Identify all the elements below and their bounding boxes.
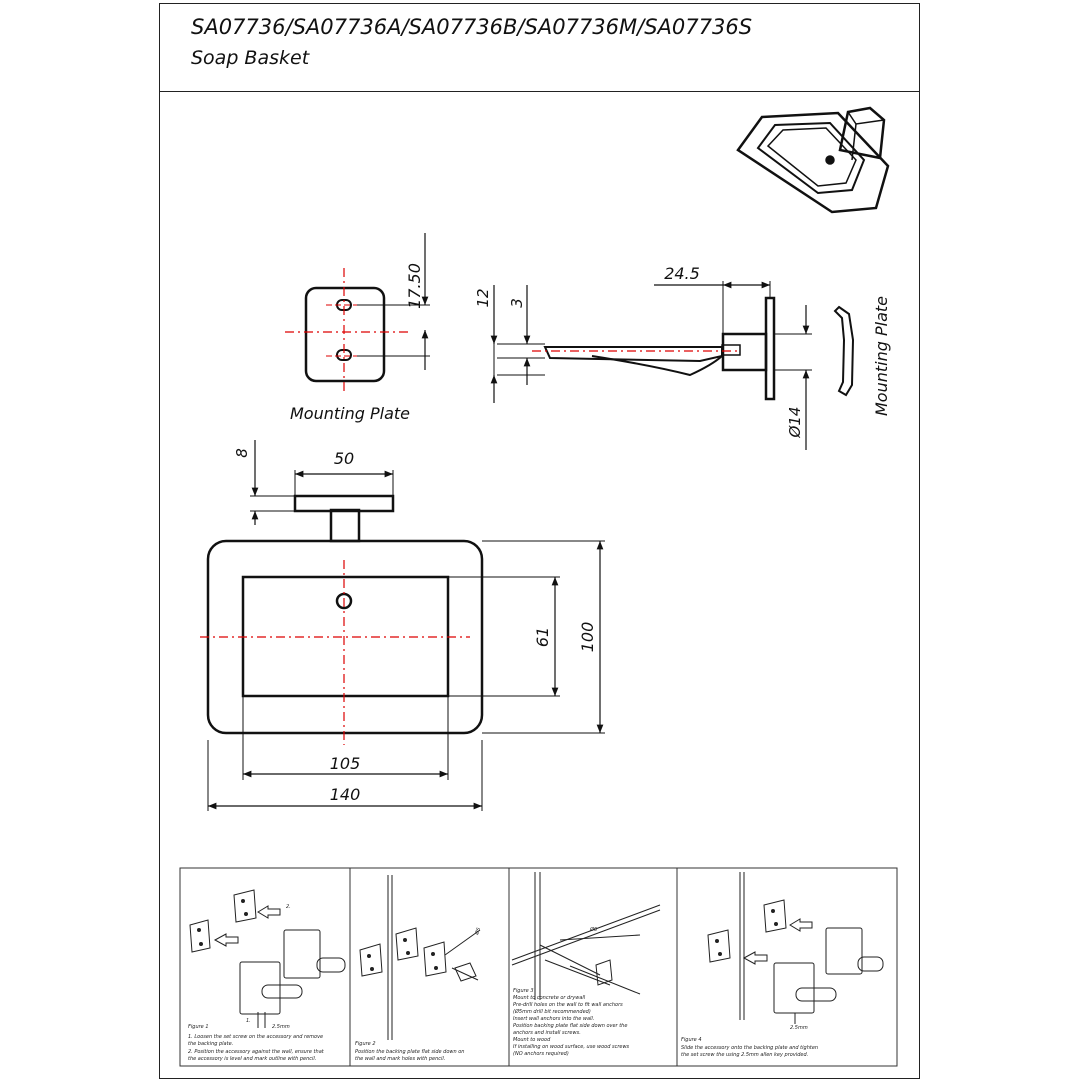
- dim-side-projection: 24.5: [664, 264, 700, 283]
- mounting-plate-label: Mounting Plate: [290, 404, 410, 423]
- step1-step-label: 1.: [246, 1018, 251, 1024]
- side-view: 12 3 24.5 Ø14 Mounting Plate: [474, 264, 891, 450]
- dim-basket-width-outer: 140: [330, 785, 361, 804]
- step3-drill-label: Ø6: [589, 926, 597, 933]
- basket-front-view: 8 50 100 61 105 140: [200, 440, 605, 811]
- step2-drill-label: Ø5: [473, 927, 482, 937]
- step3-line-5: Position backing plate flat side down ov…: [513, 1023, 627, 1029]
- install-step-2: Ø5 Figure 2 Position the backing plate f…: [355, 875, 482, 1062]
- dim-plate-thickness: 8: [233, 448, 251, 458]
- dim-plate-hole-spacing: 17.50: [405, 263, 424, 309]
- step3-line-2: Pre-drill holes on the wall to fit wall …: [513, 1002, 623, 1008]
- title-block: SA07736/SA07736A/SA07736B/SA07736M/SA077…: [159, 3, 920, 92]
- dim-basket-depth-inner: 61: [533, 627, 552, 647]
- isometric-view: [736, 106, 890, 214]
- step3-line-7: Mount to wood: [513, 1037, 551, 1043]
- product-name: Soap Basket: [191, 47, 310, 69]
- step4-line-2: the set screw the using 2.5mm allen key …: [681, 1052, 808, 1058]
- step1-line-1: 1. Loosen the set screw on the accessory…: [188, 1034, 323, 1040]
- dim-basket-width-inner: 105: [330, 754, 361, 773]
- step3-line-6: anchors and install screws.: [513, 1030, 581, 1036]
- dim-side-thickness: 12: [474, 288, 492, 307]
- install-step-1: 2. 2.5mm 1. Figure 1 1. Loosen the set s…: [188, 889, 346, 1062]
- install-step-4: 2.5mm Figure 4 Slide the accessory onto …: [681, 872, 884, 1058]
- step3-line-1: Mount to concrete or drywall: [513, 995, 586, 1001]
- model-codes: SA07736/SA07736A/SA07736B/SA07736M/SA077…: [191, 15, 753, 39]
- dim-plate-width: 50: [334, 449, 354, 468]
- step2-line-2: the wall and mark holes with pencil.: [355, 1056, 445, 1062]
- step4-caption: Figure 4: [681, 1037, 702, 1043]
- mounting-plate-side-label: Mounting Plate: [872, 296, 891, 416]
- dim-side-lip: 3: [508, 298, 526, 308]
- dim-side-diameter: Ø14: [786, 407, 804, 439]
- step1-line-4: the accessory is level and mark outline …: [188, 1056, 316, 1062]
- step1-tool-label: 2.5mm: [272, 1024, 290, 1030]
- step3-line-8: If installing on wood surface, use wood …: [513, 1044, 630, 1050]
- install-step-3: Ø6 Figure 3 Mount to concrete or drywall…: [511, 872, 661, 1057]
- step1-caption: Figure 1: [188, 1024, 209, 1030]
- step2-line-1: Position the backing plate flat side dow…: [355, 1049, 464, 1055]
- step1-line-2: the backing plate.: [188, 1041, 233, 1047]
- step1-line-3: 2. Position the accessory against the wa…: [188, 1049, 325, 1055]
- mounting-plate-front-view: 17.50 Mounting Plate: [285, 233, 430, 423]
- step3-caption: Figure 3: [513, 988, 534, 994]
- dim-basket-depth-outer: 100: [578, 622, 597, 653]
- step4-line-1: Slide the accessory onto the backing pla…: [681, 1045, 818, 1051]
- step3-line-3: (Ø5mm drill bit recommended): [513, 1008, 591, 1015]
- drawing-frame: [159, 3, 920, 1079]
- step3-line-4: Insert wall anchors into the wall.: [513, 1016, 594, 1022]
- step3-line-9: (NO anchors required): [513, 1051, 569, 1057]
- step4-tool-label: 2.5mm: [790, 1025, 808, 1031]
- installation-panel: 2. 2.5mm 1. Figure 1 1. Loosen the set s…: [179, 867, 898, 1067]
- step1-marker: 2.: [286, 904, 291, 910]
- step2-caption: Figure 2: [355, 1041, 376, 1047]
